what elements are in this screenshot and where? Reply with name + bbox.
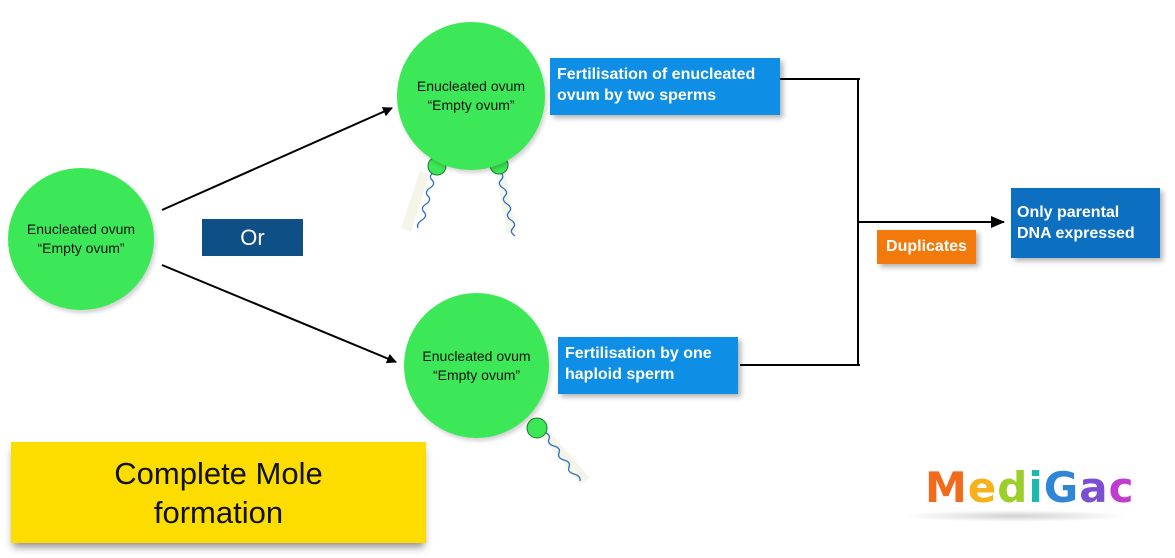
medigac-logo: MediGac [925,463,1135,512]
bottom-box-line2: haploid sperm [565,366,675,383]
caption-line2: formation [153,494,284,530]
logo-letter-g: G [1043,463,1080,512]
fertilisation-two-sperms-box: Fertilisation of enucleated ovum by two … [550,58,780,115]
sperm-top-right [496,170,516,237]
result-line2: DNA expressed [1017,225,1135,242]
logo-letter-c: c [1108,463,1135,512]
logo-letter-m: M [925,463,968,512]
ovum-left-line2: “Empty ovum” [37,240,125,256]
sperm-bottom [540,430,590,484]
arrow-to-top-ovum [161,107,393,211]
ovum-bottom: Enucleated ovum “Empty ovum” [404,293,549,438]
bottom-box-line1: Fertilisation by one [565,345,712,362]
logo-letter-d: d [997,463,1029,512]
top-box-line1: Fertilisation of enucleated [557,66,756,83]
fertilisation-one-sperm-box: Fertilisation by one haploid sperm [558,337,738,394]
ovum-left-line1: Enucleated ovum [26,221,136,237]
ovum-bottom-line1: Enucleated ovum [422,347,531,364]
ovum-top: Enucleated ovum “Empty ovum” [397,22,545,170]
logo-letter-e: e [967,463,998,512]
ovum-bottom-line2: “Empty ovum” [432,366,521,383]
sperm-head-bottom [526,417,548,439]
result-box: Only parental DNA expressed [1011,188,1160,258]
or-label: Or [202,219,303,256]
duplicates-label: Duplicates [877,230,976,264]
logo-letter-i: i [1028,463,1044,512]
caption-box: Complete Mole formation [11,442,426,543]
logo-letter-a: a [1079,463,1109,512]
ovum-left: Enucleated ovum “Empty ovum” [8,168,154,310]
sperm-top-left [401,171,435,232]
ovum-top-line1: Enucleated ovum [416,78,526,94]
ovum-top-line2: “Empty ovum” [427,97,515,113]
top-box-line2: ovum by two sperms [557,87,717,104]
arrow-to-bottom-ovum [161,264,397,364]
result-line1: Only parental [1017,204,1120,221]
logo-shadow [900,510,1130,522]
caption-line1: Complete Mole [114,455,323,491]
